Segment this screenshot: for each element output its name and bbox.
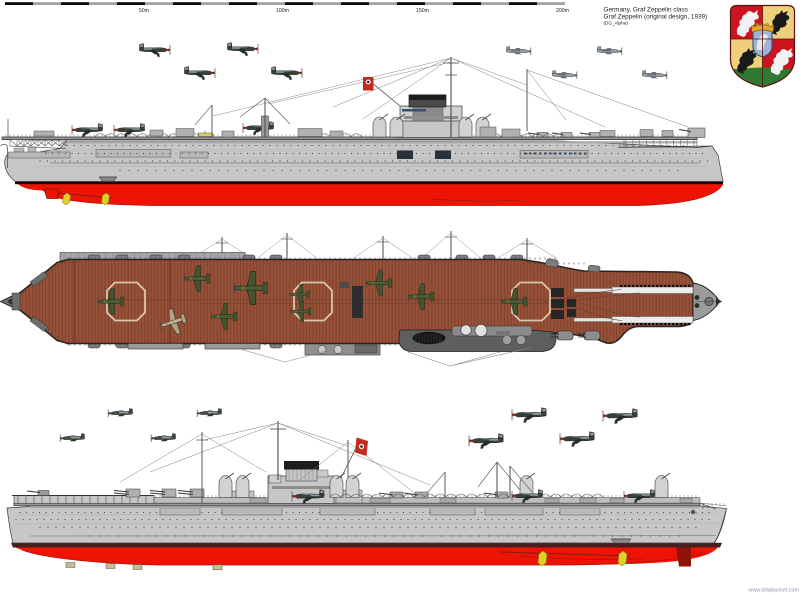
svg-text:100m: 100m [276,8,289,14]
svg-text:200m: 200m [556,8,569,14]
svg-text:(DG_Alpha): (DG_Alpha) [604,20,629,25]
svg-text:Graf Zeppelin (original design: Graf Zeppelin (original design, 1939) [604,13,708,20]
svg-text:50m: 50m [139,8,149,14]
svg-text:www.shipbucket.com: www.shipbucket.com [748,588,800,594]
svg-text:150m: 150m [416,8,429,14]
svg-text:Germany, Graf Zeppelin class: Germany, Graf Zeppelin class [604,7,688,14]
